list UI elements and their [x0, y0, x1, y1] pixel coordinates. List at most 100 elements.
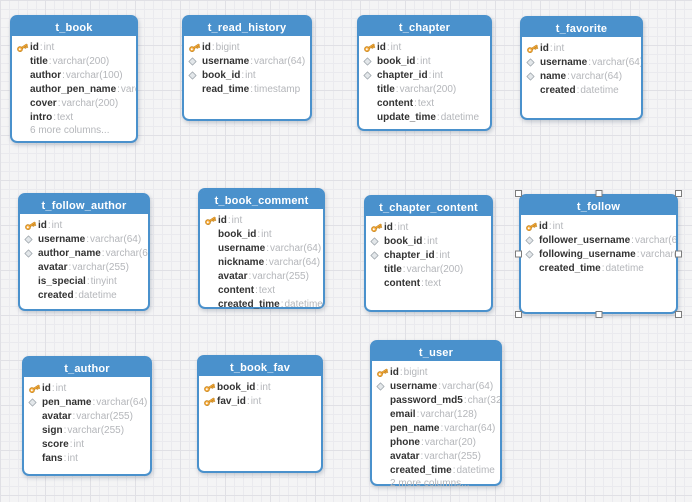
field-row[interactable]: pen_name : varchar(64)	[24, 395, 150, 409]
field-row[interactable]: avatar : varchar(255)	[24, 409, 150, 423]
field-row[interactable]: book_id : int	[359, 54, 490, 68]
table-t_book_comment[interactable]: t_book_comment	[198, 188, 325, 311]
table-header[interactable]: t_chapter_content	[366, 197, 491, 216]
field-row[interactable]: sign : varchar(255)	[24, 423, 150, 437]
field-row[interactable]: author_name : varchar(64)	[20, 246, 148, 260]
table-t_chapter_content[interactable]: t_chapter_content	[364, 195, 493, 312]
field-row[interactable]: author_pen_name : varchar(…	[12, 82, 136, 96]
field-row[interactable]: avatar : varchar(255)	[200, 269, 323, 283]
field-row[interactable]: id : int	[522, 41, 641, 55]
selection-handle[interactable]	[515, 250, 522, 258]
table-header[interactable]: t_follow	[521, 196, 676, 215]
selection-handle[interactable]	[595, 311, 602, 318]
field-row[interactable]: username : varchar(64)	[200, 241, 323, 255]
field-row[interactable]: score : int	[24, 437, 150, 451]
field-row[interactable]: nickname : varchar(64)	[200, 255, 323, 269]
field-separator: :	[414, 97, 417, 109]
field-row[interactable]: follower_username : varchar(64)	[521, 233, 676, 247]
field-separator: :	[53, 111, 56, 123]
field-row[interactable]: id : int	[12, 40, 136, 54]
field-row[interactable]: book_id : int	[200, 227, 323, 241]
field-row[interactable]: id : int	[366, 220, 491, 234]
table-header[interactable]: t_author	[24, 358, 150, 377]
field-row[interactable]: id : int	[359, 40, 490, 54]
field-row[interactable]: id : int	[200, 213, 323, 227]
table-t_follow[interactable]: t_follow id	[515, 190, 682, 318]
table-t_book[interactable]: t_book id	[10, 15, 138, 143]
field-row[interactable]: title : varchar(200)	[359, 82, 490, 96]
selection-handle[interactable]	[675, 190, 682, 197]
field-row[interactable]: content : text	[200, 283, 323, 297]
field-row[interactable]: title : varchar(200)	[12, 54, 136, 68]
table-t_follow_author[interactable]: t_follow_author	[18, 193, 150, 311]
table-t_book_fav[interactable]: t_book_fav	[197, 355, 323, 473]
field-row[interactable]: created_time : datetime	[200, 297, 323, 311]
field-row[interactable]: intro : text	[12, 110, 136, 124]
field-type: varchar(64)	[444, 422, 496, 434]
table-header[interactable]: t_read_history	[184, 17, 310, 36]
field-row[interactable]: content : text	[366, 276, 491, 290]
field-row[interactable]: chapter_id : int	[359, 68, 490, 82]
field-row[interactable]: chapter_id : int	[366, 248, 491, 262]
selection-handle[interactable]	[515, 190, 522, 197]
field-row[interactable]: id : int	[521, 219, 676, 233]
field-row[interactable]: created_time : datetime	[521, 261, 676, 275]
field-row[interactable]: avatar : varchar(255)	[20, 260, 148, 274]
table-header[interactable]: t_user	[372, 342, 500, 361]
field-type: varchar(200)	[61, 97, 119, 109]
table-header[interactable]: t_book_comment	[200, 190, 323, 209]
field-row[interactable]: read_time : timestamp	[184, 82, 310, 96]
table-t_favorite[interactable]: t_favorite	[520, 16, 643, 120]
table-t_chapter[interactable]: t_chapter i	[357, 15, 492, 131]
field-row[interactable]: fans : int	[24, 451, 150, 465]
field-row[interactable]: id : bigint	[184, 40, 310, 54]
field-row[interactable]: avatar : varchar(255)	[372, 449, 500, 463]
field-row[interactable]: username : varchar(64)	[184, 54, 310, 68]
table-header[interactable]: t_book	[12, 17, 136, 36]
field-row[interactable]: password_md5 : char(32)	[372, 393, 500, 407]
field-row[interactable]: title : varchar(200)	[366, 262, 491, 276]
table-header[interactable]: t_chapter	[359, 17, 490, 36]
field-row[interactable]: update_time : datetime	[359, 110, 490, 124]
field-row[interactable]: username : varchar(64)	[522, 55, 641, 69]
field-row[interactable]: created : datetime	[522, 83, 641, 97]
table-body: id : int	[24, 377, 150, 465]
field-row[interactable]: created_time : datetime	[372, 463, 500, 477]
field-separator: :	[393, 221, 397, 233]
field-row[interactable]: email : varchar(128)	[372, 407, 500, 421]
table-header[interactable]: t_favorite	[522, 18, 641, 37]
field-row[interactable]: pen_name : varchar(64)	[372, 421, 500, 435]
field-row[interactable]: cover : varchar(200)	[12, 96, 136, 110]
field-row[interactable]: id : int	[24, 381, 150, 395]
field-icon-column	[24, 234, 38, 244]
field-row[interactable]: id : bigint	[372, 365, 500, 379]
selection-handle[interactable]	[515, 311, 522, 318]
field-row[interactable]: is_special : tinyint	[20, 274, 148, 288]
field-row[interactable]: name : varchar(64)	[522, 69, 641, 83]
field-row[interactable]: book_id : int	[199, 380, 321, 394]
field-row[interactable]: book_id : int	[184, 68, 310, 82]
table-t_read_history[interactable]: t_read_history	[182, 15, 312, 121]
field-row[interactable]: username : varchar(64)	[20, 232, 148, 246]
field-type: int	[390, 41, 402, 53]
table-t_user[interactable]: t_user id	[370, 340, 502, 489]
field-row[interactable]: id : int	[20, 218, 148, 232]
field-name: username	[218, 242, 266, 254]
selection-handle[interactable]	[675, 311, 682, 318]
field-row[interactable]: content : text	[359, 96, 490, 110]
field-row[interactable]: following_username : varchar(64)	[521, 247, 676, 261]
field-row[interactable]: phone : varchar(20)	[372, 435, 500, 449]
table-header[interactable]: t_book_fav	[199, 357, 321, 376]
table-t_author[interactable]: t_author id	[22, 356, 152, 476]
field-row[interactable]: username : varchar(64)	[372, 379, 500, 393]
field-row[interactable]: author : varchar(100)	[12, 68, 136, 82]
field-row[interactable]: created : datetime	[20, 288, 148, 302]
table-header[interactable]: t_follow_author	[20, 195, 148, 214]
field-row[interactable]: book_id : int	[366, 234, 491, 248]
field-separator: :	[86, 275, 90, 287]
selection-handle[interactable]	[595, 190, 602, 197]
field-type: bigint	[215, 41, 240, 53]
selection-handle[interactable]	[675, 250, 682, 258]
field-row[interactable]: fav_id : int	[199, 394, 321, 408]
